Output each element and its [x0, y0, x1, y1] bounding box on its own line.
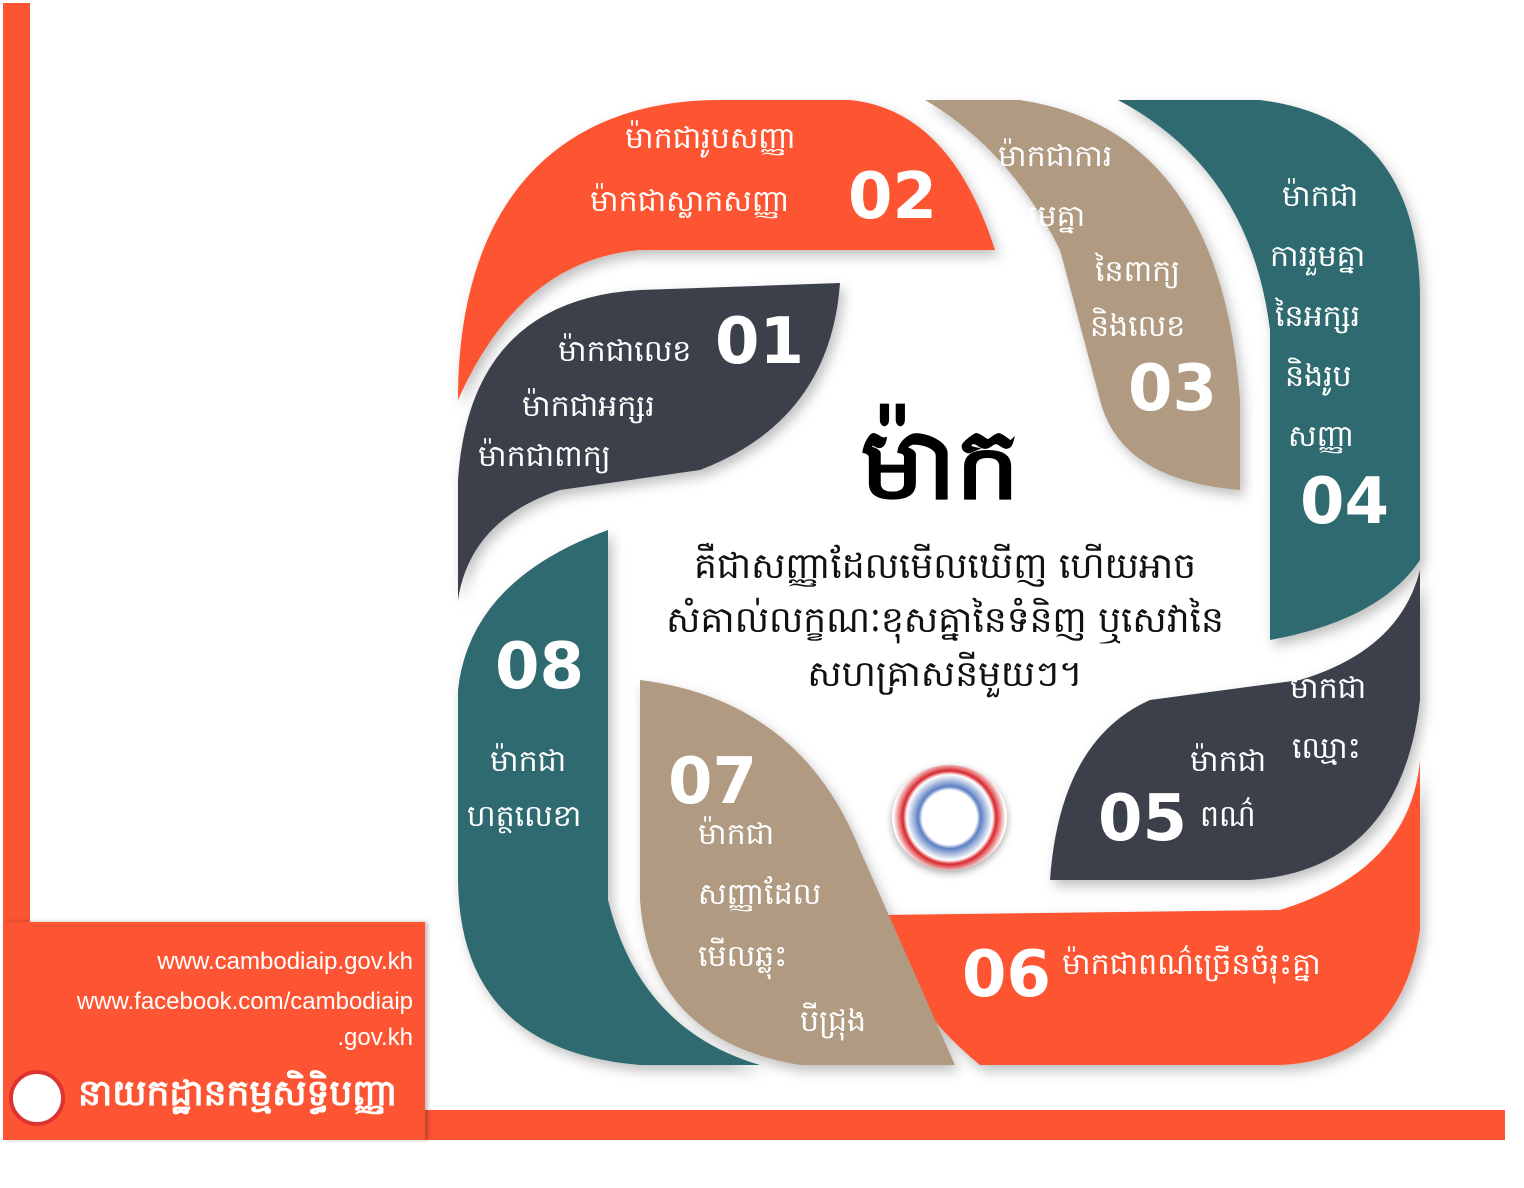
- segment-03-line-1: ម៉ាកជាការ: [998, 139, 1113, 174]
- segment-08-line-1: ម៉ាកជា: [490, 744, 567, 779]
- segment-02-shape: [458, 100, 995, 400]
- segment-04-line-3: នៃអក្សរ: [1275, 299, 1361, 334]
- segment-05-number: 05: [1098, 782, 1188, 856]
- segment-06-line-1: ម៉ាកជាពណ៌ច្រើនចំរុះគ្នា: [1062, 947, 1321, 982]
- segment-07-line-3: មើលឆ្លុះ: [698, 939, 788, 974]
- department-name: នាយកដ្ឋានកម្មសិទ្ធិបញ្ញា: [78, 1073, 398, 1114]
- segment-03-shape: [925, 100, 1240, 490]
- segment-04-line-2: ការរួមគ្នា: [1270, 239, 1366, 274]
- segment-01-line-3: ម៉ាកជាពាក្យ: [478, 439, 611, 474]
- website-link[interactable]: www.cambodiaip.gov.kh: [157, 948, 413, 975]
- bottom-accent-bar: [425, 1110, 1505, 1140]
- description-line-2: សំគាល់លក្ខណៈខុសគ្នានៃទំនិញ ឬសេវានៃ: [666, 600, 1224, 641]
- segment-05-line-1: ម៉ាកជា: [1290, 671, 1367, 706]
- segment-02-line-1: ម៉ាកជារូបសញ្ញា: [625, 121, 796, 156]
- segment-03-line-2: រួមគ្នា: [1028, 199, 1086, 234]
- segment-07-line-4: បីជ្រុង: [800, 1004, 867, 1039]
- segment-01-number: 01: [715, 305, 805, 379]
- segment-07-line-1: ម៉ាកជា: [698, 817, 775, 852]
- segment-05-line-4: ពណ៌: [1200, 799, 1256, 834]
- facebook-link-line-2[interactable]: .gov.kh: [337, 1024, 413, 1051]
- segment-05-shape: [1050, 570, 1420, 880]
- segment-08-number: 08: [495, 630, 585, 704]
- segment-05-line-2: ឈ្មោះ: [1292, 731, 1361, 766]
- segment-04-line-4: និងរូប: [1285, 359, 1352, 394]
- segment-03-line-3: នៃពាក្យ: [1095, 254, 1181, 289]
- segment-03-number: 03: [1128, 352, 1218, 426]
- segment-07-shape: [640, 680, 955, 1065]
- segment-07-line-2: សញ្ញាដែល: [698, 877, 822, 912]
- center-title: ម៉ាក: [860, 405, 1020, 522]
- segment-03-line-4: និងលេខ: [1090, 309, 1186, 344]
- footer-panel: www.cambodiaip.gov.kh www.facebook.com/c…: [3, 922, 425, 1140]
- segment-04-shape: [1118, 100, 1420, 640]
- segment-01-line-2: ម៉ាកជាអក្សរ: [522, 389, 655, 424]
- segment-08-line-2: ហត្ថលេខា: [467, 799, 582, 834]
- segment-04-number: 04: [1300, 465, 1390, 539]
- segment-02-number: 02: [848, 160, 938, 234]
- segment-02-line-2: ម៉ាកជាស្លាកសញ្ញា: [590, 184, 790, 219]
- description-line-3: សហគ្រាសនីមួយៗ។: [807, 654, 1083, 695]
- center-description: គឺជាសញ្ញាដែលមើលឃើញ ហើយអាច សំគាល់លក្ខណៈខុ…: [630, 540, 1260, 702]
- facebook-link-line-1[interactable]: www.facebook.com/cambodiaip: [76, 988, 413, 1015]
- segment-06-shape: [880, 760, 1420, 1065]
- segment-07-number: 07: [668, 745, 758, 819]
- segment-01-line-1: ម៉ាកជាលេខ: [558, 334, 692, 369]
- segment-04-line-1: ម៉ាកជា: [1282, 179, 1359, 214]
- department-logo: [9, 1070, 65, 1126]
- segment-04-line-5: សញ្ញា: [1288, 419, 1355, 454]
- segment-06-number: 06: [962, 938, 1052, 1012]
- description-line-1: គឺជាសញ្ញាដែលមើលឃើញ ហើយអាច: [693, 546, 1197, 587]
- segment-01-shape: [458, 283, 840, 600]
- segment-05-line-3: ម៉ាកជា: [1190, 744, 1267, 779]
- segment-08-shape: [458, 530, 760, 1065]
- ministry-logo: [892, 765, 1007, 870]
